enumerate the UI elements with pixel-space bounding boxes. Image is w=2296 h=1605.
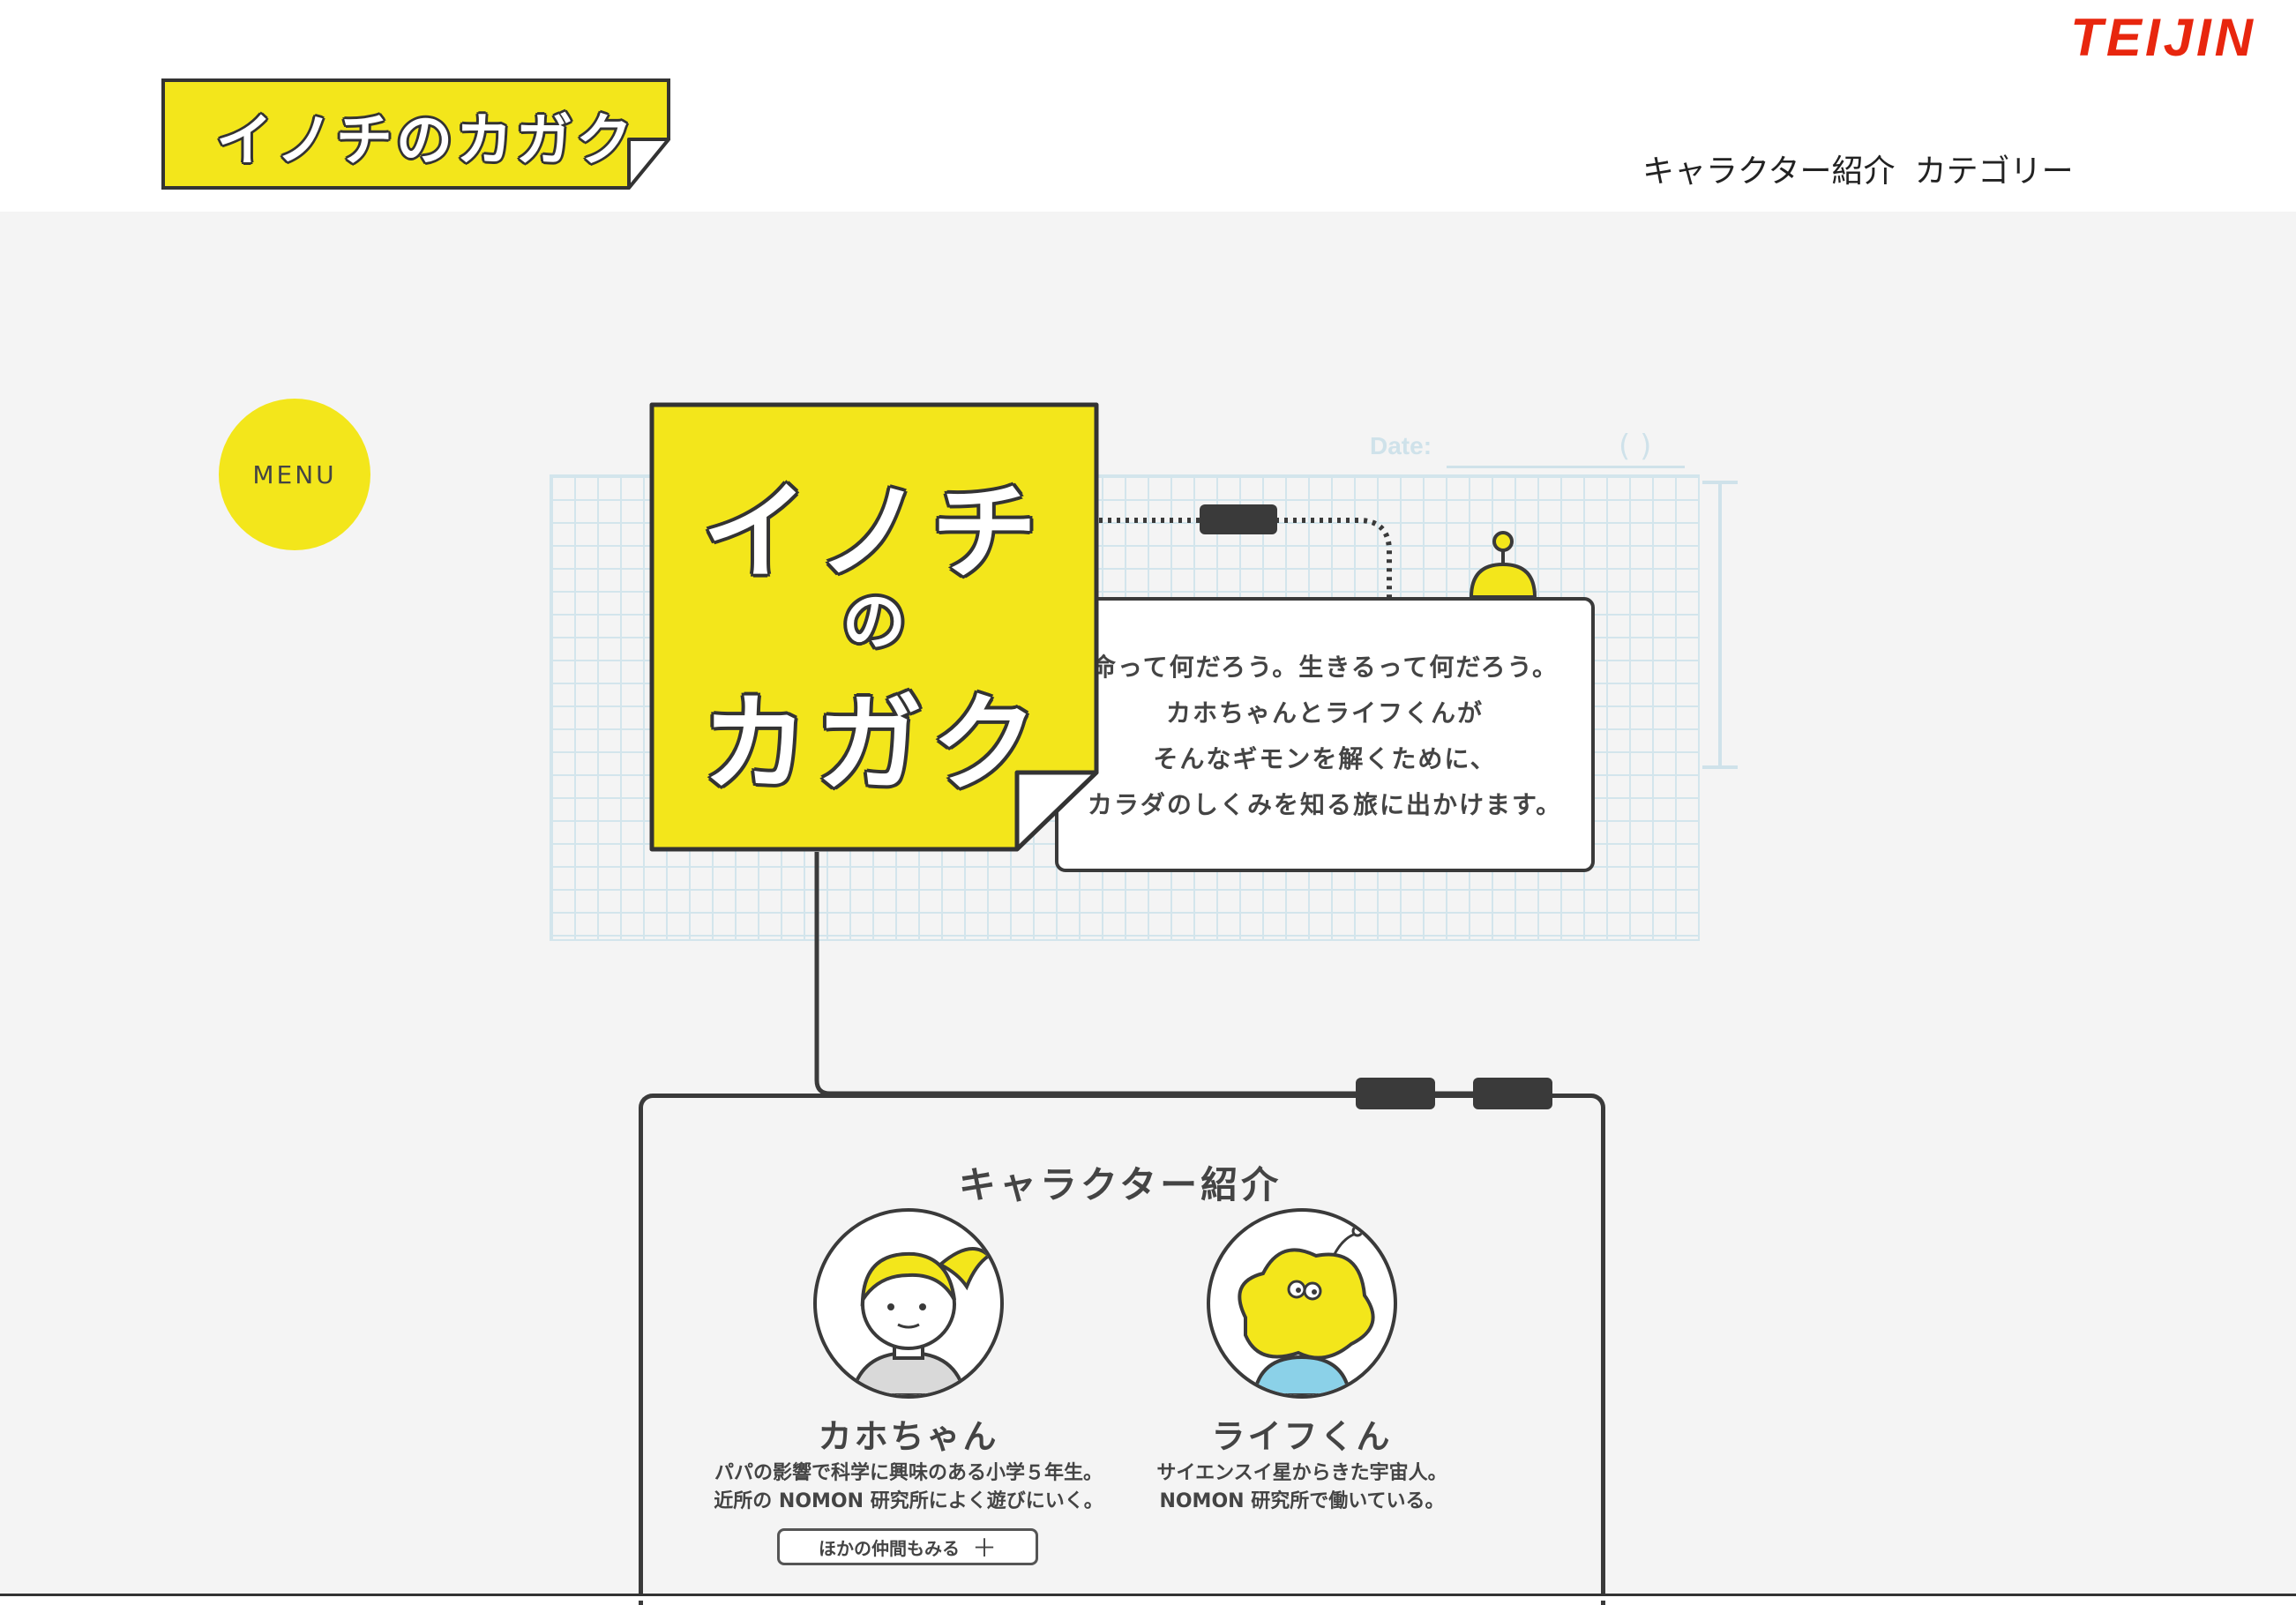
girl-avatar-icon[interactable]	[813, 1208, 1004, 1399]
logo-note-shape	[161, 78, 670, 190]
bottom-divider	[0, 1594, 2296, 1601]
character-name-kaho[interactable]: カホちゃん	[818, 1417, 999, 1456]
plus-icon: ＋	[971, 1534, 997, 1563]
hero-title-line1: イノチ	[702, 472, 1046, 594]
ruler-top-tick	[1702, 481, 1738, 484]
desc-line: 近所の NOMON 研究所によく遊びにいく。	[714, 1490, 1103, 1512]
top-nav: キャラクター紹介 カテゴリー	[1642, 146, 2074, 191]
nav-categories[interactable]: カテゴリー	[1914, 153, 2074, 190]
desc-line: NOMON 研究所で働いている。	[1159, 1490, 1445, 1512]
character-desc-kaho: パパの影響で科学に興味のある小学５年生。 近所の NOMON 研究所によく遊びに…	[679, 1459, 1138, 1516]
logo-text: イノチのカガク	[216, 108, 636, 174]
character-name-life[interactable]: ライフくん	[1211, 1417, 1393, 1456]
intro-line: 命って何だろう。生きるって何だろう。	[1091, 653, 1559, 682]
site-logo[interactable]: イノチのカガク	[161, 78, 673, 192]
see-more-label: ほかの仲間もみる	[818, 1537, 960, 1559]
desc-line: パパの影響で科学に興味のある小学５年生。	[714, 1462, 1103, 1484]
ruler-bottom-tick	[1702, 765, 1738, 769]
alien-avatar-icon[interactable]	[1207, 1208, 1397, 1399]
sticky-note-shape	[649, 402, 1099, 852]
character-desc-life: サイエンスイ星からきた宇宙人。 NOMON 研究所で働いている。	[1073, 1459, 1531, 1516]
intro-line: カホちゃんとライフくんが	[1165, 698, 1484, 728]
nav-characters[interactable]: キャラクター紹介	[1642, 153, 1896, 190]
intro-speech-bubble: 命って何だろう。生きるって何だろう。 カホちゃんとライフくんが そんなギモンを解…	[1055, 597, 1595, 872]
intro-line: カラダのしくみを知る旅に出かけます。	[1087, 790, 1563, 819]
date-label: Date:	[1370, 432, 1432, 459]
intro-line: そんなギモンを解くために、	[1153, 744, 1497, 773]
ruler-line	[1718, 481, 1722, 767]
date-parens: ( )	[1619, 429, 1652, 464]
desc-line: サイエンスイ星からきた宇宙人。	[1156, 1462, 1447, 1484]
site-header: TEIJIN イノチのカガク キャラクター紹介 カテゴリー	[0, 0, 2296, 212]
date-underline	[1447, 466, 1685, 468]
hero-title-note: イノチ の カガク	[649, 402, 1099, 852]
characters-heading: キャラクター紹介	[958, 1163, 1283, 1206]
teijin-logo[interactable]: TEIJIN	[2070, 8, 2256, 67]
see-more-characters-button[interactable]: ほかの仲間もみる ＋	[777, 1528, 1038, 1565]
characters-section	[639, 1094, 1605, 1605]
hero-title-line2: の	[841, 585, 906, 659]
hero-title-line3: カガク	[702, 683, 1046, 806]
menu-button[interactable]: MENU	[219, 399, 370, 550]
